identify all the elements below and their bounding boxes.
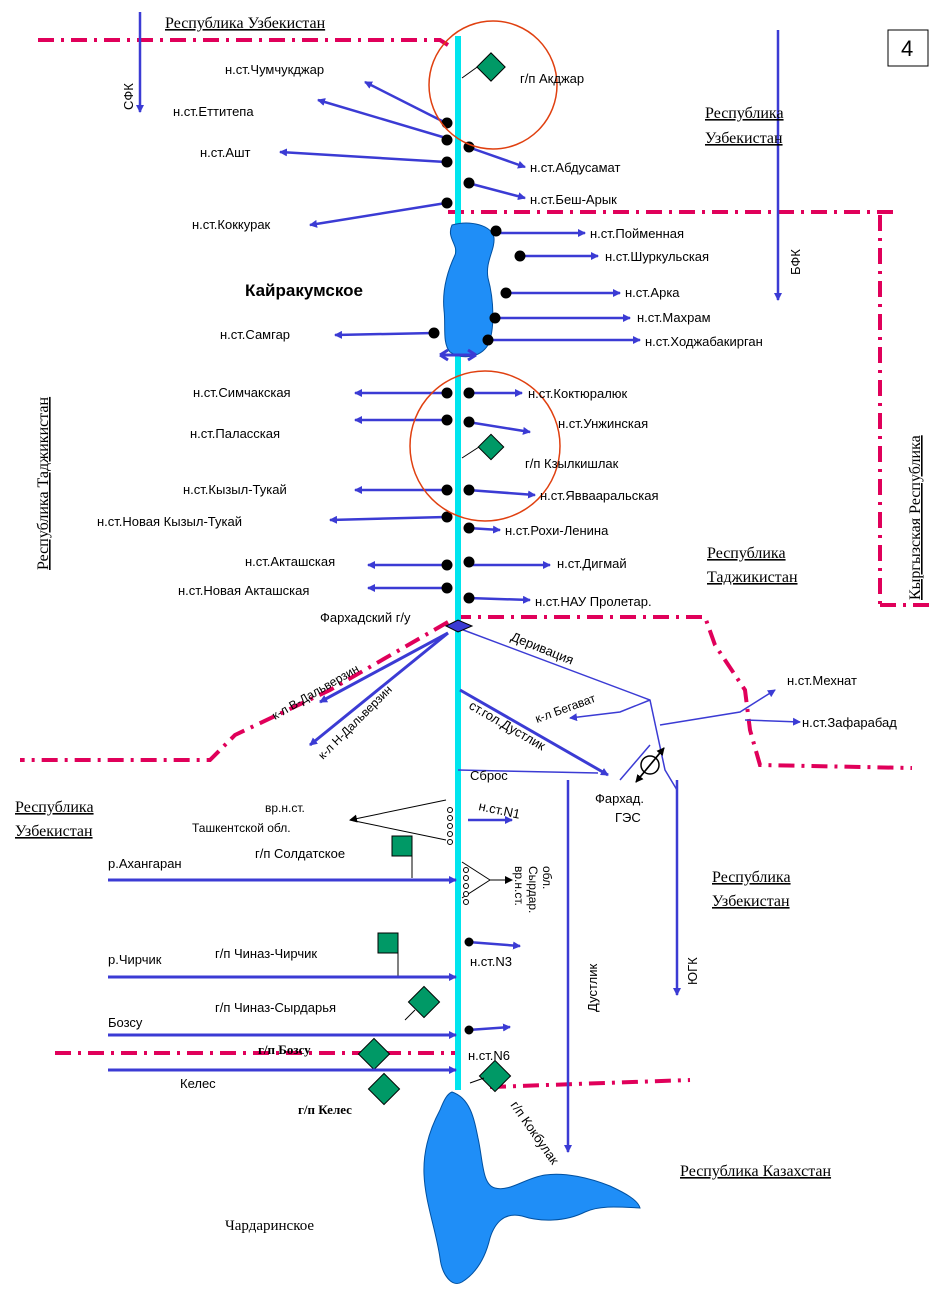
station-novaya-aktashskaya: н.ст.Новая Акташская bbox=[178, 583, 309, 598]
canal-sfk-label: СФК bbox=[121, 83, 136, 110]
kzylkishlak-highlight-circle bbox=[409, 370, 561, 522]
station-kyzyl-tukai: н.ст.Кызыл-Тукай bbox=[183, 482, 287, 497]
station-novaya-kyzyl-tukai: н.ст.Новая Кызыл-Тукай bbox=[97, 514, 242, 529]
country-uzbekistan-top: Республика Узбекистан bbox=[165, 15, 326, 32]
tashkent-withdrawal-label-2: Ташкентской обл. bbox=[192, 821, 291, 835]
akjar-highlight-circle bbox=[428, 20, 558, 150]
station-kokkurak: н.ст.Коккурак bbox=[192, 217, 271, 232]
tashkent-withdrawal bbox=[349, 799, 513, 899]
dalverzin-canals bbox=[309, 631, 449, 747]
tributaries bbox=[108, 876, 457, 1074]
derivatsiya-label: Деривация bbox=[509, 629, 576, 668]
tashkent-withdrawal-label-1: вр.н.ст. bbox=[265, 801, 305, 815]
country-tajikistan-right-1: Республика bbox=[707, 545, 786, 562]
gauge-kokbulak-label: г/п Кокбулак bbox=[508, 1098, 563, 1167]
country-uzbekistan-lower-1: Республика bbox=[712, 869, 791, 886]
main-canals bbox=[136, 12, 782, 1153]
canal-dustlik-label: Дустлик bbox=[585, 964, 600, 1012]
gate-markers bbox=[428, 117, 526, 1035]
station-zafarabad: н.ст.Зафарабад bbox=[802, 715, 897, 730]
page-number: 4 bbox=[901, 36, 913, 61]
farkhad-ges-label-1: Фархад. bbox=[595, 791, 644, 806]
canal-n-dalverzin-label: к-л Н-Дальверзин bbox=[315, 683, 395, 763]
gauge-kzylkishlak-label: г/п Кзылкишлак bbox=[525, 456, 619, 471]
station-poimennaya: н.ст.Пойменная bbox=[590, 226, 684, 241]
station-arka: н.ст.Арка bbox=[625, 285, 680, 300]
country-tajikistan-right-2: Таджикистан bbox=[707, 569, 798, 586]
farkhad-gu-label: Фархадский г/у bbox=[320, 610, 411, 625]
station-ettitepa: н.ст.Еттитепа bbox=[173, 104, 254, 119]
river-bozsu-label: Бозсу bbox=[108, 1015, 143, 1030]
borders bbox=[20, 38, 933, 1089]
country-uzbekistan-right-1: Республика bbox=[705, 105, 784, 122]
syrdar-withdrawal-label-2: Сырдар. bbox=[526, 866, 540, 913]
gauge-bozsu-label: г/п Бозсу bbox=[258, 1042, 311, 1057]
country-kyrgyzstan: Кыргызская Республика bbox=[907, 435, 924, 600]
chardara-reservoir bbox=[423, 1091, 641, 1284]
station-simchakskaya: н.ст.Симчакская bbox=[193, 385, 291, 400]
country-uzbekistan-lower-2: Узбекистан bbox=[712, 893, 790, 910]
station-unzhinskaya: н.ст.Унжинская bbox=[558, 416, 648, 431]
station-n6: н.ст.N6 bbox=[468, 1048, 510, 1063]
station-n1: н.ст.N1 bbox=[477, 798, 521, 821]
station-shurkulskaya: н.ст.Шуркульская bbox=[605, 249, 709, 264]
gauge-flags bbox=[357, 52, 512, 1106]
canal-bfk-label: БФК bbox=[788, 249, 803, 275]
country-uzbekistan-left-1: Республика bbox=[15, 799, 94, 816]
dustlik-head-canal bbox=[459, 688, 609, 777]
page-number-box bbox=[887, 29, 929, 67]
station-makhram: н.ст.Махрам bbox=[637, 310, 711, 325]
station-chumchukjar: н.ст.Чумчукджар bbox=[225, 62, 324, 77]
station-samgar: н.ст.Самгар bbox=[220, 327, 290, 342]
station-yavvaaralskaya: н.ст.Яввааральская bbox=[540, 488, 659, 503]
station-asht: н.ст.Ашт bbox=[200, 145, 251, 160]
station-arrows bbox=[279, 80, 641, 1032]
station-khodzhabakirgan: н.ст.Ходжабакирган bbox=[645, 334, 763, 349]
station-aktashskaya: н.ст.Акташская bbox=[245, 554, 335, 569]
station-besharyk: н.ст.Беш-Арык bbox=[530, 192, 617, 207]
country-kazakhstan: Республика Казахстан bbox=[680, 1163, 831, 1180]
country-tajikistan-left: Республика Таджикистан bbox=[35, 396, 52, 570]
station-koktyuralyuk: н.ст.Коктюралюк bbox=[528, 386, 628, 401]
station-nau-proletar: н.ст.НАУ Пролетар. bbox=[535, 594, 652, 609]
station-n3: н.ст.N3 bbox=[470, 954, 512, 969]
sbros-label: Сброс bbox=[470, 768, 508, 783]
station-mekhnat: н.ст.Мехнат bbox=[787, 673, 857, 688]
reservoir-dam-marker bbox=[439, 348, 477, 362]
syrdar-withdrawal-label-1: вр.н.ст. bbox=[512, 866, 526, 906]
gauge-akjar-label: г/п Акджар bbox=[520, 71, 584, 86]
canal-begavat-label: к-л Бегават bbox=[533, 691, 598, 726]
station-digmai: н.ст.Дигмай bbox=[557, 556, 627, 571]
country-uzbekistan-right-2: Узбекистан bbox=[705, 130, 783, 147]
canal-yugk-label: ЮГК bbox=[685, 957, 700, 985]
gauge-keles-label: г/п Келес bbox=[298, 1102, 352, 1117]
reservoir-chardara-label: Чардаринское bbox=[225, 1218, 314, 1234]
st-gol-dustlik-label: ст.гол.Дустлик bbox=[467, 698, 549, 754]
reservoir-kairakkum-label: Кайракумское bbox=[245, 281, 363, 300]
gauge-chinaz-chirchik-label: г/п Чиназ-Чирчик bbox=[215, 946, 317, 961]
station-palasskaya: н.ст.Паласская bbox=[190, 426, 280, 441]
farkhad-ges-label-2: ГЭС bbox=[615, 810, 641, 825]
station-labels: н.ст.Чумчукджар н.ст.Еттитепа н.ст.Ашт н… bbox=[97, 62, 897, 1063]
country-uzbekistan-left-2: Узбекистан bbox=[15, 823, 93, 840]
pump-markers bbox=[447, 807, 469, 905]
gauge-soldatskoe-label: г/п Солдатское bbox=[255, 846, 345, 861]
station-rokhi-lenina: н.ст.Рохи-Ленина bbox=[505, 523, 609, 538]
gauge-chinaz-syrdarya-label: г/п Чиназ-Сырдарья bbox=[215, 1000, 336, 1015]
river-keles-label: Келес bbox=[180, 1076, 216, 1091]
station-abdusamat: н.ст.Абдусамат bbox=[530, 160, 621, 175]
syrdar-withdrawal-label-3: обл. bbox=[540, 866, 554, 889]
farkhad-network bbox=[457, 627, 801, 791]
farkhad-dam bbox=[444, 619, 474, 633]
river-akhangaran-label: р.Ахангаран bbox=[108, 856, 182, 871]
farkhad-ges-icon bbox=[635, 747, 665, 783]
river-chirchik-label: р.Чирчик bbox=[108, 952, 162, 967]
